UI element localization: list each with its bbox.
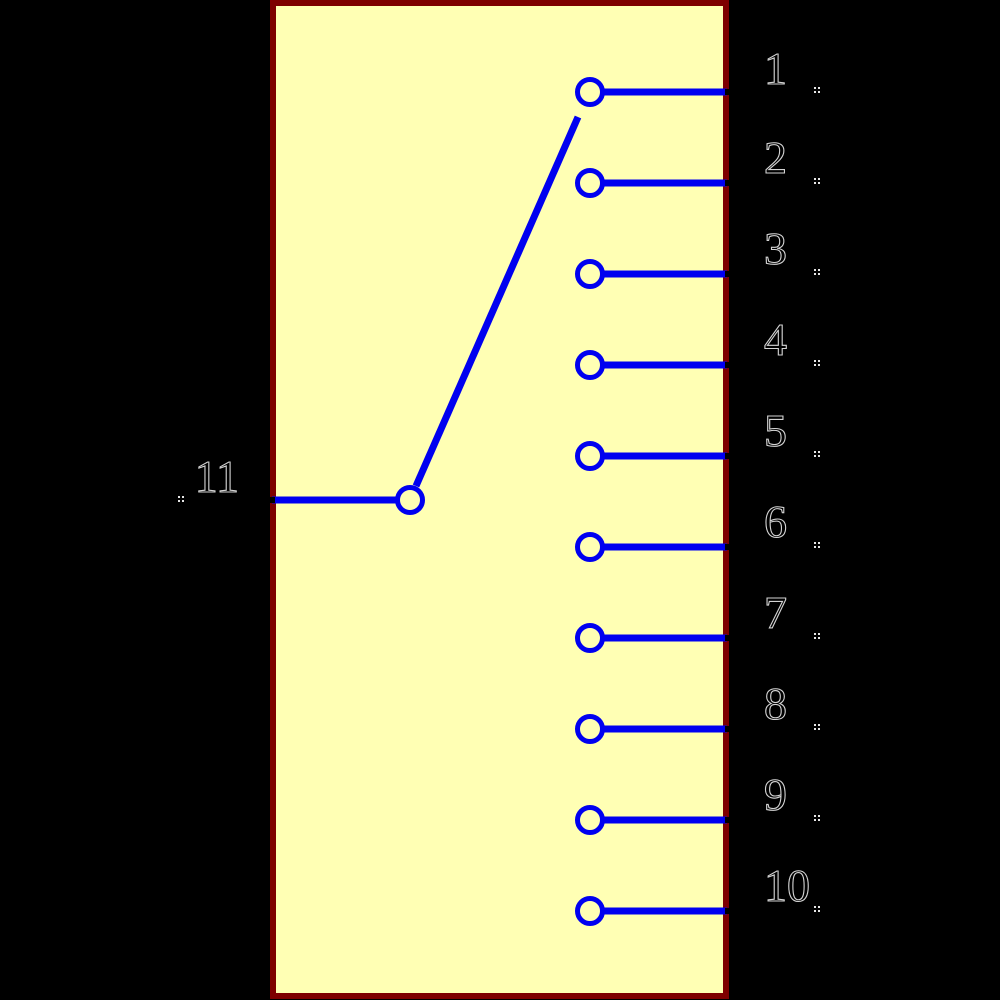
pin-2-number-mark (814, 178, 820, 184)
pin-3-label: 3 (764, 223, 787, 274)
pin-7-endpoint (725, 635, 731, 641)
pin-1-endpoint (725, 89, 731, 95)
pin-11[interactable]: 11 (178, 450, 425, 515)
pin-9[interactable]: 9 (575, 768, 821, 835)
pin-8[interactable]: 8 (575, 677, 821, 744)
pin-5-endpoint (725, 453, 731, 459)
pin-1-label: 1 (764, 43, 787, 94)
pin-7[interactable]: 7 (575, 586, 821, 653)
pin-9-number-mark (814, 815, 820, 821)
pin-1[interactable]: 1 (575, 42, 821, 107)
pin-2-contact-circle[interactable] (575, 168, 605, 198)
pin-4[interactable]: 4 (575, 313, 821, 380)
pin-6[interactable]: 6 (575, 495, 821, 562)
pin-1-contact-circle[interactable] (575, 77, 605, 107)
pin-6-endpoint (725, 544, 731, 550)
pin-11-number-mark (178, 496, 184, 502)
pin-10-number-mark (814, 906, 820, 912)
pin-5-contact-circle[interactable] (575, 441, 605, 471)
pin-10-endpoint (725, 908, 731, 914)
pin-7-contact-circle[interactable] (575, 623, 605, 653)
pin-11-contact-circle[interactable] (395, 485, 425, 515)
pin-4-label: 4 (764, 314, 787, 365)
pin-4-number-mark (814, 360, 820, 366)
switch-arm[interactable] (412, 115, 582, 488)
pin-2[interactable]: 2 (575, 131, 821, 198)
pin-3-number-mark (814, 269, 820, 275)
pin-11-label: 11 (195, 451, 239, 502)
pin-5[interactable]: 5 (575, 404, 821, 471)
pin-6-label: 6 (764, 496, 787, 547)
pin-5-number-mark (814, 451, 820, 457)
pin-2-label: 2 (764, 132, 787, 183)
pin-4-contact-circle[interactable] (575, 350, 605, 380)
pin-4-endpoint (725, 362, 731, 368)
pin-8-label: 8 (764, 678, 787, 729)
pin-7-number-mark (814, 633, 820, 639)
pin-9-endpoint (725, 817, 731, 823)
pin-6-contact-circle[interactable] (575, 532, 605, 562)
pin-3-endpoint (725, 271, 731, 277)
pin-6-number-mark (814, 542, 820, 548)
pin-11-endpoint (269, 497, 275, 503)
pin-5-label: 5 (764, 405, 787, 456)
pin-1-number-mark (814, 87, 820, 93)
pin-7-label: 7 (764, 587, 787, 638)
pin-8-endpoint (725, 726, 731, 732)
pin-10-label: 10 (764, 860, 810, 911)
pin-9-label: 9 (764, 769, 787, 820)
pin-9-contact-circle[interactable] (575, 805, 605, 835)
pin-3[interactable]: 3 (575, 222, 821, 289)
pin-2-endpoint (725, 180, 731, 186)
pin-3-contact-circle[interactable] (575, 259, 605, 289)
pin-10[interactable]: 10 (575, 859, 821, 926)
pin-8-contact-circle[interactable] (575, 714, 605, 744)
pin-10-contact-circle[interactable] (575, 896, 605, 926)
pin-8-number-mark (814, 724, 820, 730)
